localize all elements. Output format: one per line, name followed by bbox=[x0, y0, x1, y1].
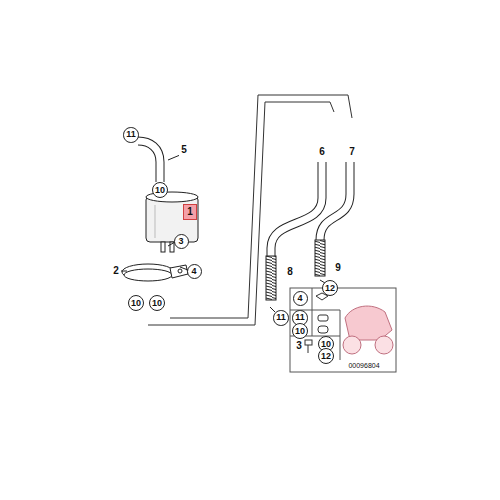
callout-number: 12 bbox=[322, 280, 338, 296]
callout-number: 7 bbox=[347, 146, 357, 158]
callout-number: 10 bbox=[152, 182, 168, 198]
callout-number: 2 bbox=[111, 265, 121, 277]
hose-5 bbox=[138, 141, 160, 182]
spring-sleeve bbox=[315, 240, 325, 276]
callout-number: 4 bbox=[293, 291, 308, 306]
spring-sleeve bbox=[266, 256, 276, 300]
callout-number: 6 bbox=[317, 146, 327, 158]
drawing-number: 00096804 bbox=[347, 362, 380, 369]
callout-number: 10 bbox=[128, 295, 144, 311]
callout-number: 10 bbox=[149, 295, 165, 311]
motorcycle-sketch bbox=[343, 306, 393, 354]
hose-6 bbox=[271, 162, 322, 256]
callout-number: 11 bbox=[123, 127, 139, 143]
callout-number: 4 bbox=[187, 264, 202, 279]
callout-number: 3 bbox=[294, 340, 304, 352]
callout-number: 12 bbox=[318, 348, 334, 364]
callout-number: 10 bbox=[292, 323, 308, 339]
callout-number: 11 bbox=[273, 310, 289, 326]
hose-7 bbox=[320, 162, 350, 240]
inset-box bbox=[290, 288, 396, 372]
callout-number: 9 bbox=[333, 262, 343, 274]
callout-number: 8 bbox=[285, 266, 295, 278]
callout-number: 5 bbox=[179, 144, 189, 156]
callout-number-highlight: 1 bbox=[183, 204, 197, 220]
callout-number: 3 bbox=[174, 234, 189, 249]
clamp bbox=[122, 264, 188, 281]
